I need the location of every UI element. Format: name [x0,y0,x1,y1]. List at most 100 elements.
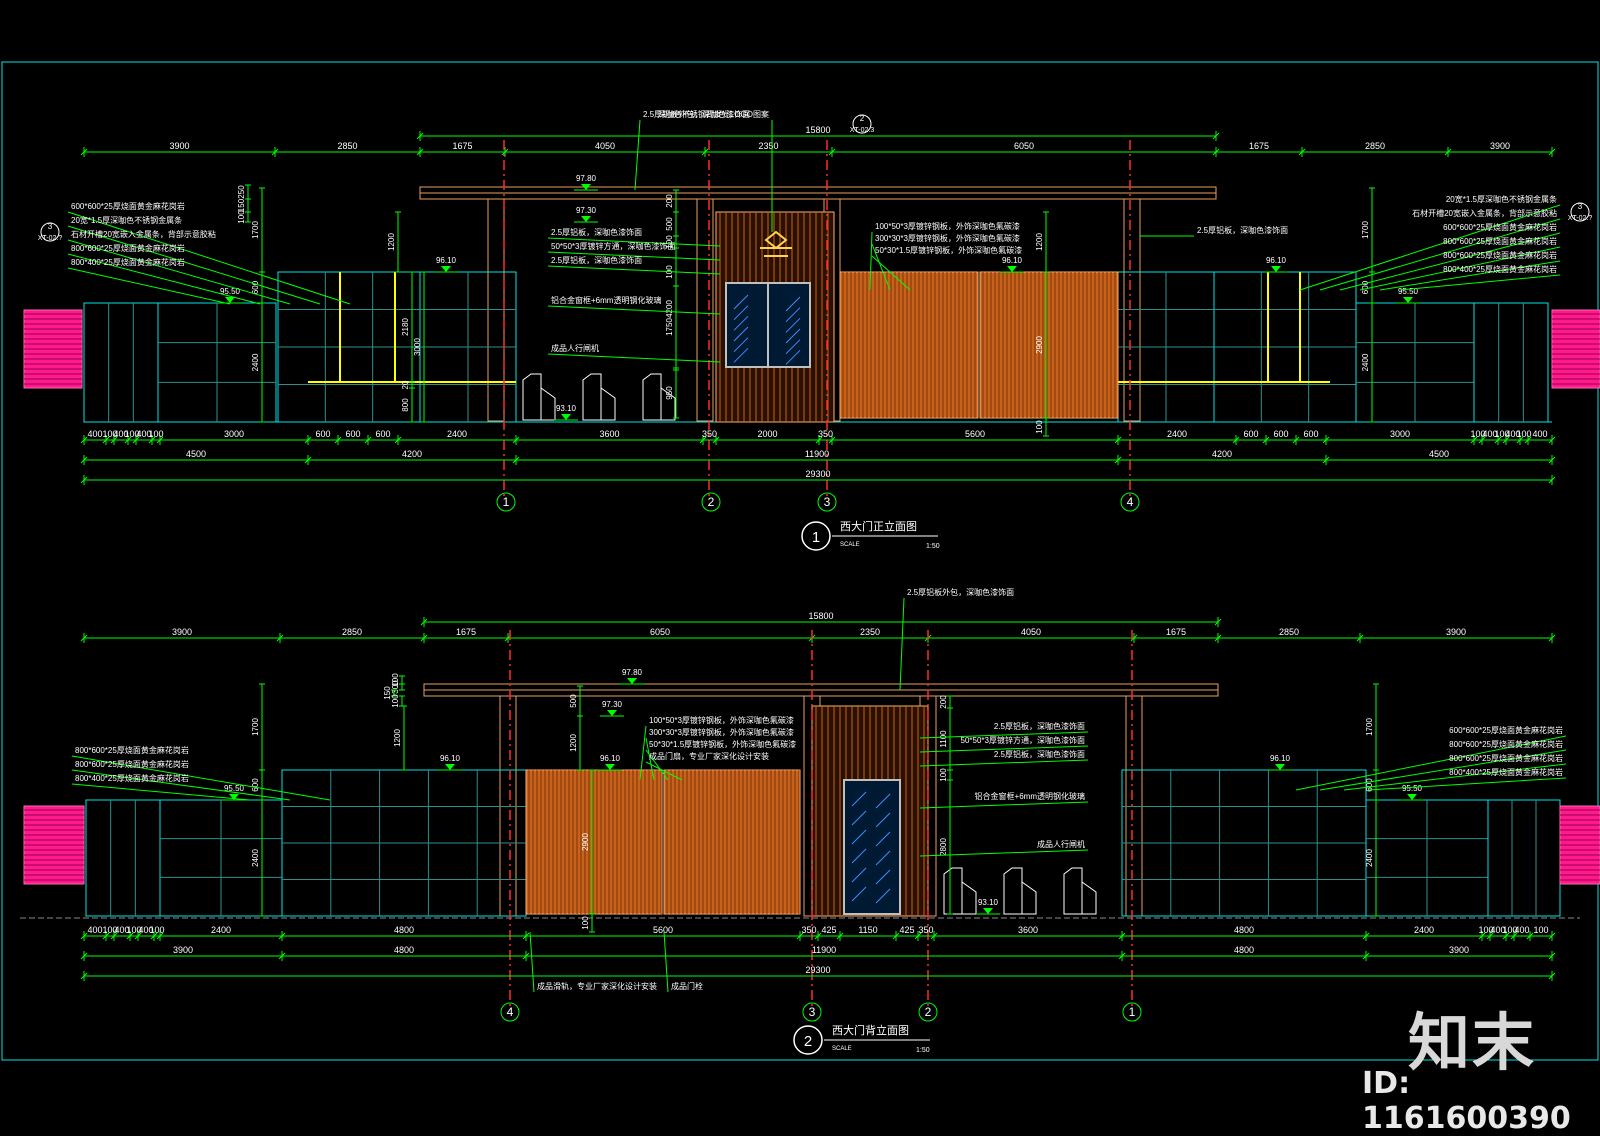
dim-slash [126,932,134,940]
dimension-text: 2350 [758,141,778,151]
glass-reflection [785,317,801,333]
dim-slash [278,952,286,960]
leader-line [1319,218,1561,291]
dimension-text: 3900 [1490,141,1510,151]
dim-slash [156,932,164,940]
vertical-dimension-text: 2400 [1365,849,1374,867]
dimension-text: 2850 [1365,141,1385,151]
dimension-text: 100 [1502,925,1517,935]
leader-line [1343,763,1567,791]
dim-slash [364,436,372,444]
dim-slash [892,932,900,940]
annotation-text: 铝合金窗框+6mm透明钢化玻璃 [975,791,1085,801]
glass-reflection [785,307,801,323]
leader-line [919,731,1089,739]
dim-slash [1486,932,1494,940]
dimension-text: 6050 [1014,141,1034,151]
dimension-text: 2400 [447,429,467,439]
vertical-dimension-text: 1700 [1361,221,1370,239]
dimension-text: 600 [1243,429,1258,439]
dimension-text: 2850 [342,627,362,637]
dimension-text: 4800 [394,925,414,935]
dimension-text: 2000 [757,429,777,439]
dimension-text: 100 [148,429,163,439]
elevation-marker [445,764,455,770]
vertical-dimension-text: 100 [237,210,246,224]
leader-line [71,755,331,801]
dim-slash [416,132,424,140]
leader-line [1399,274,1561,291]
glass-reflection [785,349,801,365]
elevation-label: 96.10 [1270,754,1291,763]
detail-ref-bubble [40,222,60,242]
dim-slash [148,436,156,444]
elevation-marker [229,794,239,800]
elevation-marker [1275,764,1285,770]
elevation-label: 93.10 [556,404,577,413]
leader-line [547,353,721,363]
elevation-label: 97.30 [602,700,623,709]
elevation-marker [627,678,637,684]
glass-reflection [875,812,891,828]
annotation-text: 石材开槽20宽嵌入金属条，背部示意胶粘 [71,229,216,239]
dimension-text: 600 [315,429,330,439]
vertical-dimension-text: 2400 [251,353,260,371]
axis-bubble [802,1002,822,1022]
axis-label: 3 [824,495,831,509]
dimension-text: 2850 [337,141,357,151]
glass-reflection [851,791,867,807]
dim-slash [1478,436,1486,444]
dim-slash [914,932,922,940]
elevation-label: 96.10 [440,754,461,763]
leader-line [645,749,669,781]
dim-slash [110,932,118,940]
leader-line [1359,246,1561,291]
dimension-text: 3600 [599,429,619,439]
vertical-dimension-text: 2900 [1035,336,1044,354]
detail-ref-number: 2 [860,114,865,123]
annotation-text: 50*30*1.5厚镀锌钢板，外饰深咖色氟碳漆 [875,245,1022,255]
dimension-text: 6050 [650,627,670,637]
dimension-text: 4800 [1234,945,1254,955]
leader-line [645,761,683,781]
dimension-text: 1675 [1249,141,1269,151]
dim-slash [394,436,402,444]
dimension-text: 400 [138,925,153,935]
axis-label: 1 [1129,1005,1136,1019]
dim-slash [1502,436,1510,444]
dim-slash [1510,932,1518,940]
dimension-text: 4500 [1429,449,1449,459]
annotation-text: 800*400*25厚烧面黄金麻花岗岩 [1443,264,1557,274]
annotation-text: 2.5厚铝板外包，深咖色漆饰面 [907,587,1014,597]
elevation-label: 97.80 [576,174,597,183]
dim-slash [836,932,844,940]
drawing-frame [1,61,1599,1061]
vertical-dimension-text: 1200 [569,734,578,752]
dimension-text: 600 [1273,429,1288,439]
dim-slash [512,436,520,444]
dimension-text: 400 [1482,429,1497,439]
dim-slash [80,148,88,156]
dimension-text: 350 [918,925,933,935]
dim-slash [80,456,88,464]
glass-reflection [875,869,891,885]
leader-line [67,267,231,305]
dim-slash [80,952,88,960]
axis-label: 2 [925,1005,932,1019]
axis-label: 4 [507,1005,514,1019]
annotation-text: 20宽*1.5厚深咖色不锈钢金属条 [71,215,182,225]
elevation-marker [1271,266,1281,272]
dimension-text: 5600 [965,429,985,439]
canopy-column [696,198,714,422]
vertical-dimension-text: 1700 [251,718,260,736]
annotation-text: 50*30*1.5厚镀锌钢板，外饰深咖色氟碳漆 [649,739,796,749]
dim-slash [814,932,822,940]
dim-slash [512,456,520,464]
dimension-text: 2400 [211,925,231,935]
leader-line [1367,777,1567,791]
axis-label: 3 [809,1005,816,1019]
annotation-text: 50*50*3厚镀锌方通，深咖色漆饰面 [961,735,1085,745]
dimension-text: 2400 [1414,925,1434,935]
dim-slash [271,148,279,156]
